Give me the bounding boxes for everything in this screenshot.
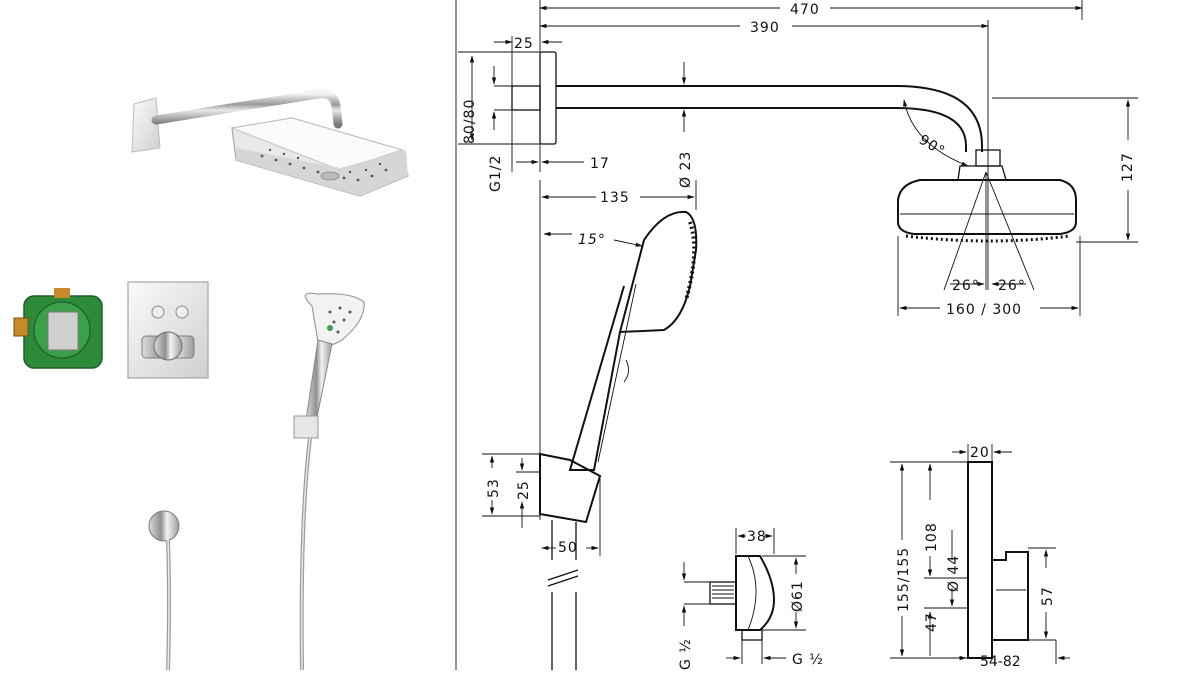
overhead-dimensions — [458, 0, 1138, 316]
concealed-valve-photo — [13, 288, 103, 369]
dim-thermo-spindle: 54-82 — [980, 654, 1021, 670]
dim-outlet-thread-left: G ½ — [678, 638, 694, 670]
dim-outlet-diameter: Ø61 — [790, 580, 806, 612]
dim-thermo-depth: 20 — [970, 445, 990, 461]
dim-outlet-thread-right: G ½ — [792, 652, 824, 668]
dim-height: 127 — [1120, 152, 1136, 182]
dim-holder-depth: 25 — [516, 480, 532, 500]
dim-hand-length: 135 — [600, 190, 630, 206]
dim-thermo-upper: 108 — [924, 522, 940, 552]
dim-arm-length: 390 — [750, 20, 780, 36]
wall-outlet-photo — [148, 510, 180, 671]
dim-bend-angle: 90° — [916, 132, 948, 160]
wall-outlet-drawing — [681, 528, 806, 664]
dim-thermo-knob-height: 57 — [1040, 586, 1056, 606]
dim-thread: G1/2 — [488, 155, 504, 192]
thermostat-drawing — [890, 444, 1070, 664]
dim-thread-length: 17 — [590, 156, 610, 172]
dim-hand-tilt: 15° — [578, 232, 606, 248]
dim-thermo-knob-diameter: Ø 44 — [946, 555, 962, 592]
overhead-arm-drawing — [511, 51, 1077, 291]
dim-outlet-depth: 38 — [747, 529, 767, 545]
hand-shower-photo — [293, 292, 365, 671]
dim-thermo-plate: 155/155 — [896, 547, 912, 612]
dim-head-size: 160 / 300 — [946, 302, 1022, 318]
dim-spray-angle-right: 26° — [998, 278, 1026, 294]
dim-flange-depth: 25 — [514, 36, 534, 52]
thermostat-photo — [127, 281, 209, 379]
dimension-labels: 470 390 25 80/80 G1/2 17 Ø 23 90° 127 26… — [462, 0, 1136, 670]
dim-thermo-lower: 47 — [924, 612, 940, 632]
dim-overall-length: 470 — [790, 2, 820, 18]
dim-flange-size: 80/80 — [462, 99, 478, 144]
dim-holder-height: 53 — [486, 478, 502, 498]
dim-arm-diameter: Ø 23 — [678, 151, 694, 188]
overhead-shower-photo — [131, 89, 409, 197]
hand-shower-drawing — [482, 180, 698, 670]
dim-holder-width: 50 — [558, 540, 578, 556]
dim-spray-angle-left: 26° — [952, 278, 980, 294]
